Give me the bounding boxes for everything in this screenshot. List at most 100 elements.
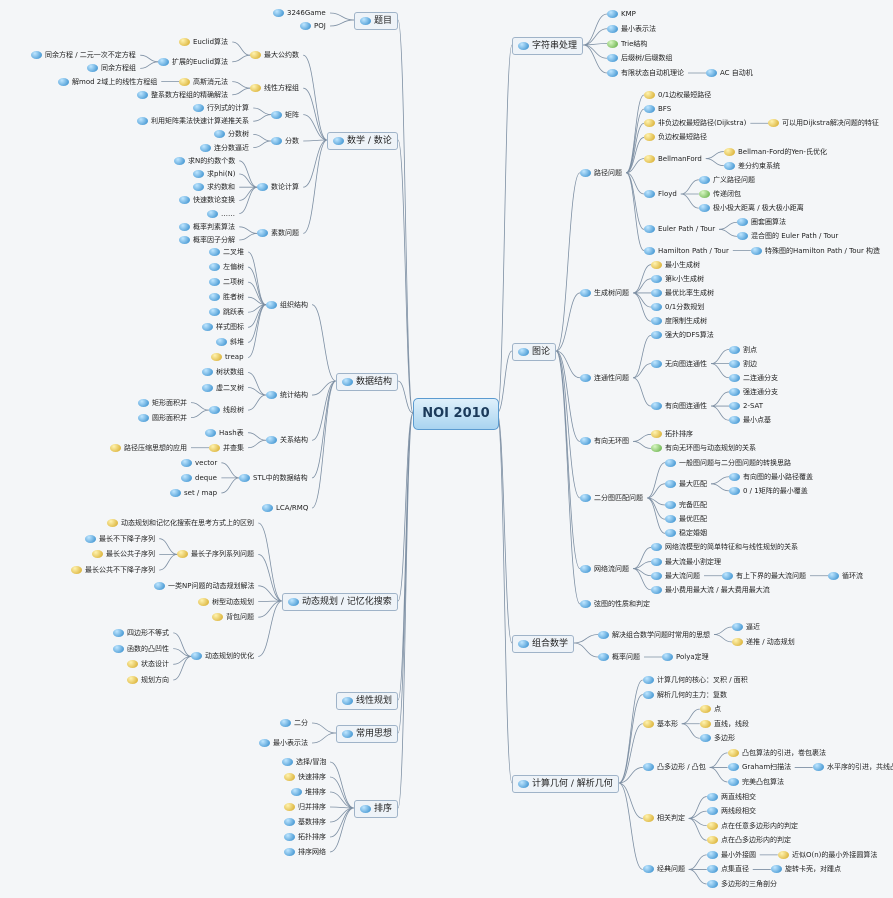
topic-node[interactable]: 解mod 2域上的线性方程组 [58,76,157,88]
topic-node[interactable]: 可以用Dijkstra解决问题的特征 [768,117,879,129]
root-node[interactable]: NOI 2010 [413,398,499,430]
topic-node[interactable]: 最长不下降子序列 [85,533,155,545]
topic-node[interactable]: 二分 [280,717,308,729]
topic-node[interactable]: 有向图连通性 [651,400,707,412]
topic-node[interactable]: 有向无环图与动态规划的关系 [651,442,756,454]
topic-node[interactable]: deque [181,472,217,484]
branch-node[interactable]: 排序 [354,800,399,818]
topic-node[interactable]: 一类NP问题的动态规划解法 [154,580,254,592]
topic-node[interactable]: 最优比率生成树 [651,287,714,299]
topic-node[interactable]: 解析几何的主力：复数 [643,689,727,701]
topic-node[interactable]: 并查集 [209,442,244,454]
topic-node[interactable]: set / map [170,487,217,499]
topic-node[interactable]: treap [211,351,244,363]
topic-node[interactable]: 最大匹配 [665,478,707,490]
topic-node[interactable]: 分数树 [214,128,249,140]
topic-node[interactable]: 动态规划的优化 [191,650,254,662]
topic-node[interactable]: 统计结构 [266,389,308,401]
topic-node[interactable]: …… [207,208,235,220]
topic-node[interactable]: 矩阵 [271,109,299,121]
topic-node[interactable]: 多边形的三角剖分 [707,878,777,890]
topic-node[interactable]: 度限制生成树 [651,315,707,327]
topic-node[interactable]: 胜者树 [209,291,244,303]
topic-node[interactable]: 有上下界的最大流问题 [722,570,806,582]
topic-node[interactable]: 生成树问题 [580,287,629,299]
topic-node[interactable]: Euclid算法 [179,36,228,48]
topic-node[interactable]: 差分约束系统 [724,160,780,172]
topic-node[interactable]: 选择/冒泡 [282,756,326,768]
topic-node[interactable]: 0/1分数规划 [651,301,704,313]
topic-node[interactable]: 二分图匹配问题 [580,492,643,504]
topic-node[interactable]: 连分数逼近 [200,142,249,154]
topic-node[interactable]: KMP [607,8,636,20]
topic-node[interactable]: 最长公共子序列 [92,548,155,560]
topic-node[interactable]: 求约数和 [193,181,235,193]
topic-node[interactable]: Floyd [644,188,677,200]
topic-node[interactable]: 网络流模型的简单特征和与线性规划的关系 [651,541,798,553]
topic-node[interactable]: BFS [644,103,671,115]
topic-node[interactable]: 计算几何的核心：叉积 / 面积 [643,674,748,686]
topic-node[interactable]: 0 / 1矩阵的最小覆盖 [729,485,808,497]
topic-node[interactable]: 最小表示法 [259,737,308,749]
topic-node[interactable]: 同余方程组 [87,62,136,74]
topic-node[interactable]: 行列式的计算 [193,102,249,114]
topic-node[interactable]: 基本形 [643,718,678,730]
topic-node[interactable]: 解决组合数学问题时常用的思想 [598,629,710,641]
topic-node[interactable]: 数论计算 [257,181,299,193]
topic-node[interactable]: 状态设计 [127,658,169,670]
topic-node[interactable]: Hamilton Path / Tour [644,245,729,257]
topic-node[interactable]: Graham扫描法 [728,761,791,773]
branch-node[interactable]: 动态规划 / 记忆化搜索 [282,593,398,611]
topic-node[interactable]: 直线，线段 [700,718,749,730]
topic-node[interactable]: STL中的数据结构 [239,472,308,484]
topic-node[interactable]: 函数的凸凹性 [113,643,169,655]
topic-node[interactable]: 特殊图的Hamilton Path / Tour 构造 [751,245,880,257]
topic-node[interactable]: 二连通分支 [729,372,778,384]
topic-node[interactable]: 跳跃表 [209,306,244,318]
topic-node[interactable]: 水平序的引进，共线凸包的补丁 [813,761,893,773]
topic-node[interactable]: 扩展的Euclid算法 [158,56,228,68]
topic-node[interactable]: 高斯消元法 [179,76,228,88]
branch-node[interactable]: 题目 [354,12,399,30]
topic-node[interactable]: 求phi(N) [193,168,236,180]
topic-node[interactable]: 完备匹配 [665,499,707,511]
topic-node[interactable]: POJ [300,20,326,32]
topic-node[interactable]: 路径压缩思想的应用 [110,442,187,454]
topic-node[interactable]: 0/1边权最短路径 [644,89,711,101]
topic-node[interactable]: 堆排序 [291,786,326,798]
topic-node[interactable]: 后缀树/后缀数组 [607,52,672,64]
topic-node[interactable]: 点在任意多边形内的判定 [707,820,798,832]
topic-node[interactable]: 最优匹配 [665,513,707,525]
topic-node[interactable]: 路径问题 [580,167,622,179]
branch-node[interactable]: 图论 [512,343,557,361]
topic-node[interactable]: AC 自动机 [706,67,753,79]
topic-node[interactable]: Bellman-Ford的Yen-氏优化 [724,146,827,158]
topic-node[interactable]: 递推 / 动态规划 [732,636,795,648]
topic-node[interactable]: 有向图的最小路径覆盖 [729,471,813,483]
topic-node[interactable]: 两直线相交 [707,791,756,803]
topic-node[interactable]: 四边形不等式 [113,627,169,639]
topic-node[interactable]: 循环流 [828,570,863,582]
topic-node[interactable]: 规划方向 [127,674,169,686]
topic-node[interactable]: 整系数方程组的精确解法 [137,89,228,101]
topic-node[interactable]: 最小外接圆 [707,849,756,861]
topic-node[interactable]: Euler Path / Tour [644,223,715,235]
branch-node[interactable]: 线性规划 [336,692,399,710]
topic-node[interactable]: 传递闭包 [699,188,741,200]
topic-node[interactable]: 点 [700,703,721,715]
topic-node[interactable]: 概率判素算法 [179,221,235,233]
topic-node[interactable]: 近似O(n)的最小外接圆算法 [778,849,877,861]
topic-node[interactable]: 连通性问题 [580,372,629,384]
topic-node[interactable]: 最长公共不下降子序列 [71,564,155,576]
topic-node[interactable]: 线性方程组 [250,82,299,94]
topic-node[interactable]: 相关判定 [643,812,685,824]
topic-node[interactable]: 虚二叉树 [202,382,244,394]
topic-node[interactable]: 快速排序 [284,771,326,783]
topic-node[interactable]: 第k小生成树 [651,273,704,285]
topic-node[interactable]: 无向图连通性 [651,358,707,370]
topic-node[interactable]: 点集直径 [707,863,749,875]
branch-node[interactable]: 数学 / 数论 [327,132,398,150]
topic-node[interactable]: 最小表示法 [607,23,656,35]
topic-node[interactable]: 排序网络 [284,846,326,858]
topic-node[interactable]: 完美凸包算法 [728,776,784,788]
